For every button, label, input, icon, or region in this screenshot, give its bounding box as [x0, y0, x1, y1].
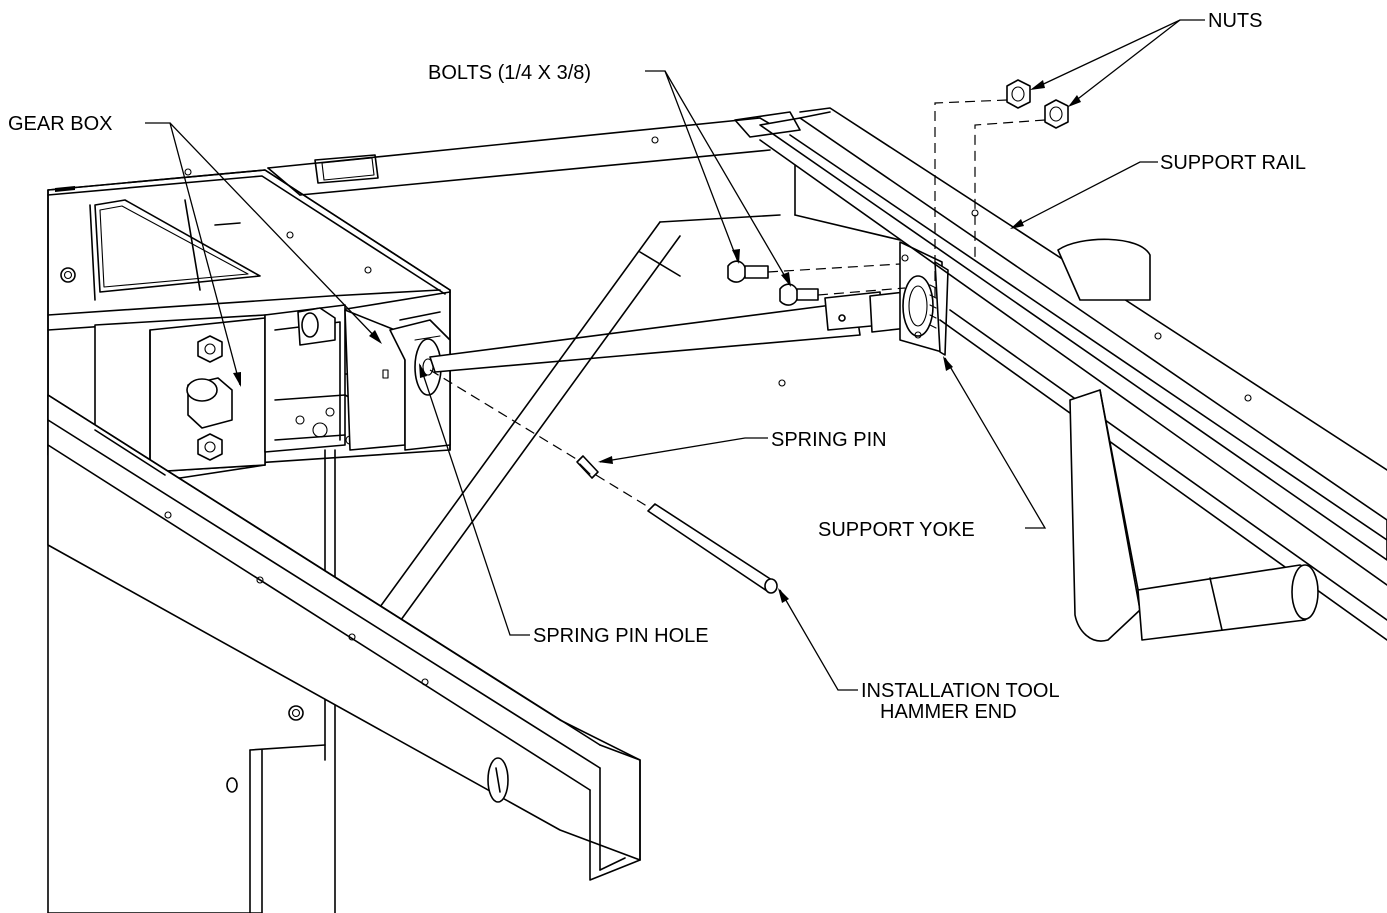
- callout-spring-pin-hole: SPRING PIN HOLE: [419, 363, 709, 647]
- label-gear-box: GEAR BOX: [8, 113, 112, 135]
- gear-box-lower-nut: [197, 433, 223, 461]
- label-support-yoke: SUPPORT YOKE: [818, 519, 975, 541]
- label-bolts: BOLTS (1/4 X 3/8): [428, 62, 591, 84]
- label-spring-pin: SPRING PIN: [771, 429, 887, 451]
- bolt-upper: [727, 260, 769, 283]
- bolt-lower: [779, 283, 819, 306]
- label-support-rail: SUPPORT RAIL: [1160, 152, 1306, 174]
- support-yoke: [899, 241, 949, 356]
- callout-gear-box: GEAR BOX: [8, 113, 382, 387]
- callout-installation-tool: INSTALLATION TOOL HAMMER END: [778, 588, 1060, 723]
- label-installation-tool-line2: HAMMER END: [880, 701, 1017, 723]
- spring-pin: [576, 455, 599, 479]
- callout-support-rail: SUPPORT RAIL: [1010, 152, 1306, 229]
- gear-box-support-plate: [344, 309, 451, 451]
- installation-tool: [647, 503, 778, 594]
- nut-right: [1044, 99, 1069, 129]
- nut-left: [1006, 79, 1031, 109]
- callout-support-yoke: SUPPORT YOKE: [818, 356, 1047, 541]
- label-nuts: NUTS: [1208, 10, 1262, 32]
- label-installation-tool-line1: INSTALLATION TOOL: [861, 680, 1060, 702]
- gear-box-upper-nut: [197, 335, 223, 363]
- gear-box: [94, 304, 431, 479]
- support-rail: [734, 107, 1387, 641]
- callout-bolts: BOLTS (1/4 X 3/8): [428, 62, 791, 287]
- callout-spring-pin: SPRING PIN: [598, 429, 887, 464]
- label-spring-pin-hole: SPRING PIN HOLE: [533, 625, 709, 647]
- drive-shaft: [429, 291, 909, 373]
- front-rail: [47, 394, 641, 913]
- callout-nuts: NUTS: [1030, 10, 1262, 107]
- crank-handle: [1057, 238, 1319, 642]
